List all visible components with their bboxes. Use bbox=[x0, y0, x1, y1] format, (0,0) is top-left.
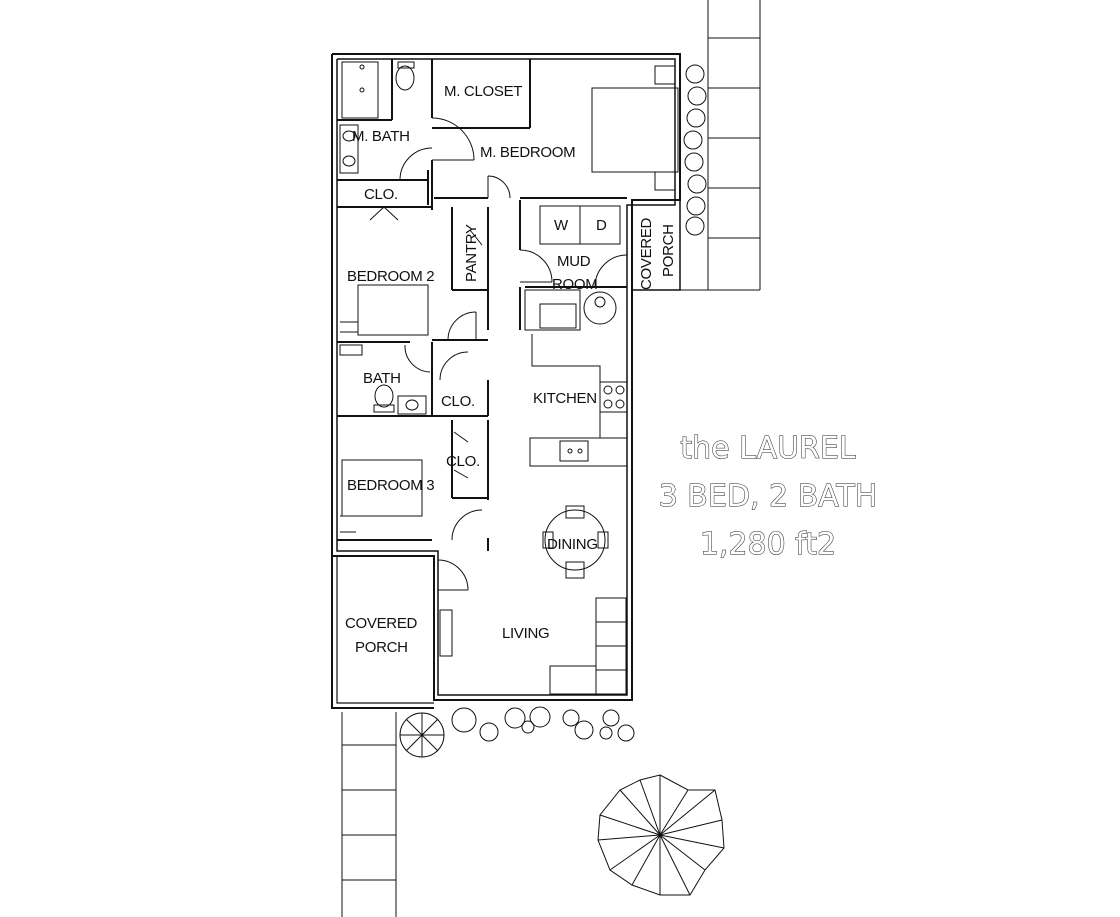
bedroom3-bed-icon bbox=[340, 459, 423, 533]
label-clo-hall: CLO. bbox=[441, 393, 475, 410]
label-kitchen: KITCHEN bbox=[533, 390, 597, 407]
kitchen-cabinets bbox=[529, 334, 628, 467]
label-bedroom-2: BEDROOM 2 bbox=[347, 268, 434, 285]
washer-dryer-icon bbox=[539, 205, 621, 245]
master-bath-fixtures bbox=[339, 61, 415, 174]
exterior-walls bbox=[331, 53, 681, 709]
door-swings bbox=[369, 117, 628, 591]
plan-subtitle: 3 BED, 2 BATH bbox=[659, 479, 878, 514]
tree-icon bbox=[597, 774, 725, 896]
front-walkway bbox=[341, 712, 397, 917]
label-covered-porch-front-2: PORCH bbox=[355, 639, 408, 656]
label-bath: BATH bbox=[363, 370, 401, 387]
label-mud-room-1: MUD bbox=[557, 253, 591, 270]
plan-title: the LAUREL bbox=[680, 431, 855, 466]
label-bedroom-3: BEDROOM 3 bbox=[347, 477, 434, 494]
label-covered-porch-front-1: COVERED bbox=[345, 615, 418, 632]
label-clo-bed3: CLO. bbox=[446, 453, 480, 470]
side-walkway bbox=[680, 0, 761, 291]
plan-area: 1,280 ft2 bbox=[700, 527, 836, 562]
bedroom2-bed-icon bbox=[340, 284, 429, 336]
dining-table-icon bbox=[542, 505, 609, 579]
water-heater-icon bbox=[524, 289, 617, 331]
label-mud-room-2: ROOM bbox=[552, 276, 597, 293]
label-m-bedroom: M. BEDROOM bbox=[480, 144, 575, 161]
label-pantry: PANTRY bbox=[463, 224, 480, 282]
sofa-icon bbox=[439, 597, 627, 695]
master-bed-icon bbox=[591, 65, 679, 191]
label-living: LIVING bbox=[502, 625, 549, 642]
shrub-icons bbox=[399, 64, 707, 758]
label-washer: W bbox=[554, 217, 569, 234]
label-m-bath: M. BATH bbox=[352, 128, 410, 145]
label-clo-master: CLO. bbox=[364, 186, 398, 203]
label-dining: DINING bbox=[547, 536, 598, 553]
label-dryer: D bbox=[596, 217, 607, 234]
label-covered-porch-side-2: PORCH bbox=[660, 224, 677, 277]
label-covered-porch-side-1: COVERED bbox=[638, 217, 655, 290]
bath-fixtures bbox=[339, 344, 427, 415]
label-m-closet: M. CLOSET bbox=[444, 83, 522, 100]
